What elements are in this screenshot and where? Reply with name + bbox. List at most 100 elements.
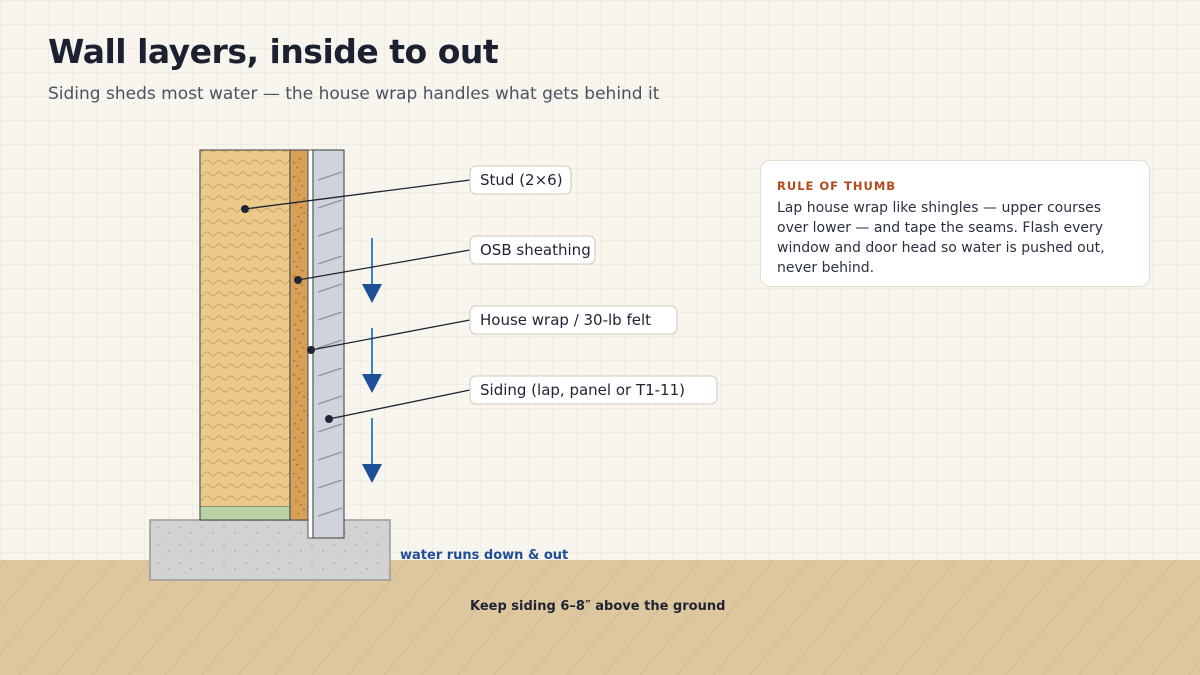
osb-fleck	[297, 428, 300, 430]
osb-fleck	[299, 356, 302, 358]
water-note: water runs down & out	[400, 548, 568, 563]
osb-fleck	[297, 513, 300, 515]
osb-fleck	[298, 392, 301, 394]
osb-fleck	[294, 239, 297, 241]
callout-house-wrap-label: House wrap / 30-lb felt	[480, 311, 651, 329]
siding-lap-line	[317, 199, 343, 209]
osb-fleck	[295, 486, 298, 488]
callout-house-wrap: House wrap / 30-lb felt	[469, 305, 678, 335]
osb-fleck	[301, 369, 304, 371]
water-arrow	[362, 418, 382, 483]
osb-fleck	[303, 509, 306, 511]
osb-fleck	[301, 270, 304, 272]
osb-fleck	[301, 185, 304, 187]
callout-siding: Siding (lap, panel or T1-11)	[469, 375, 718, 405]
osb-fleck	[303, 410, 306, 412]
osb-fleck	[303, 212, 306, 214]
siding-lap-line	[317, 255, 343, 265]
osb-fleck	[303, 297, 306, 299]
callout-stud-label: Stud (2×6)	[480, 171, 563, 189]
osb-fleck	[294, 324, 297, 326]
osb-fleck	[296, 464, 299, 466]
siding-lap-line	[317, 479, 343, 489]
osb-fleck	[295, 401, 298, 403]
osb-fleck	[303, 396, 306, 398]
osb-fleck	[302, 446, 305, 448]
osb-fleck	[300, 405, 303, 407]
osb-fleck	[297, 414, 300, 416]
osb-fleck	[300, 306, 303, 308]
callout-osb: OSB sheathing	[469, 235, 596, 265]
osb-fleck	[300, 207, 303, 209]
water-arrow	[362, 328, 382, 393]
osb-fleck	[294, 338, 297, 340]
osb-fleck	[297, 230, 300, 232]
osb-fleck	[294, 225, 297, 227]
osb-fleck	[298, 378, 301, 380]
osb-fleck	[295, 189, 298, 191]
osb-fleck	[300, 419, 303, 421]
osb-fleck	[298, 491, 301, 493]
siding-lap-line	[317, 171, 343, 181]
osb-fleck	[302, 347, 305, 349]
osb-fleck	[303, 198, 306, 200]
page-subtitle: Siding sheds most water — the house wrap…	[48, 84, 660, 104]
osb-fleck	[298, 477, 301, 479]
osb-fleck	[303, 311, 306, 313]
osb-fleck	[298, 180, 301, 182]
callout-stud: Stud (2×6)	[469, 165, 572, 195]
osb-fleck	[298, 293, 301, 295]
osb-fleck	[298, 194, 301, 196]
osb-fleck	[296, 252, 299, 254]
osb-fleck	[299, 243, 302, 245]
osb-fleck	[302, 333, 305, 335]
water-flow-arrows	[362, 238, 382, 483]
osb-fleck	[295, 500, 298, 502]
osb-fleck	[296, 266, 299, 268]
osb-fleck	[294, 437, 297, 439]
osb-fleck	[297, 216, 300, 218]
osb-fleck	[297, 329, 300, 331]
osb-fleck	[293, 374, 296, 376]
osb-fleck	[302, 432, 305, 434]
osb-fleck	[299, 158, 302, 160]
osb-fleck	[296, 450, 299, 452]
osb-fleck	[295, 302, 298, 304]
leader-dots	[241, 205, 333, 423]
house-wrap-layer	[307, 149, 314, 539]
water-arrow	[362, 238, 382, 303]
osb-fleck	[300, 504, 303, 506]
callout-siding-label: Siding (lap, panel or T1-11)	[480, 381, 685, 399]
osb-fleck	[302, 248, 305, 250]
siding-lap-line	[317, 423, 343, 433]
osb-fleck	[301, 284, 304, 286]
osb-fleck	[301, 171, 304, 173]
osb-fleck	[293, 162, 296, 164]
siding-lap-line	[317, 507, 343, 517]
osb-fleck	[293, 275, 296, 277]
leader-lines	[244, 179, 471, 420]
osb-fleck	[296, 167, 299, 169]
osb-fleck	[301, 482, 304, 484]
osb-fleck	[295, 203, 298, 205]
osb-fleck	[302, 234, 305, 236]
siding-lap-line	[317, 451, 343, 461]
osb-fleck	[296, 351, 299, 353]
page-title: Wall layers, inside to out	[48, 32, 499, 71]
osb-fleck	[299, 441, 302, 443]
siding-lap-line	[317, 227, 343, 237]
osb-fleck	[293, 360, 296, 362]
osb-fleck	[299, 257, 302, 259]
osb-fleck	[297, 315, 300, 317]
siding-lap-line	[317, 367, 343, 377]
osb-fleck	[299, 455, 302, 457]
osb-fleck	[300, 320, 303, 322]
concrete-foundation	[149, 519, 391, 581]
osb-fleck	[293, 459, 296, 461]
osb-fleck	[300, 221, 303, 223]
osb-fleck	[295, 387, 298, 389]
osb-fleck	[295, 288, 298, 290]
osb-fleck	[301, 383, 304, 385]
osb-fleck	[293, 473, 296, 475]
